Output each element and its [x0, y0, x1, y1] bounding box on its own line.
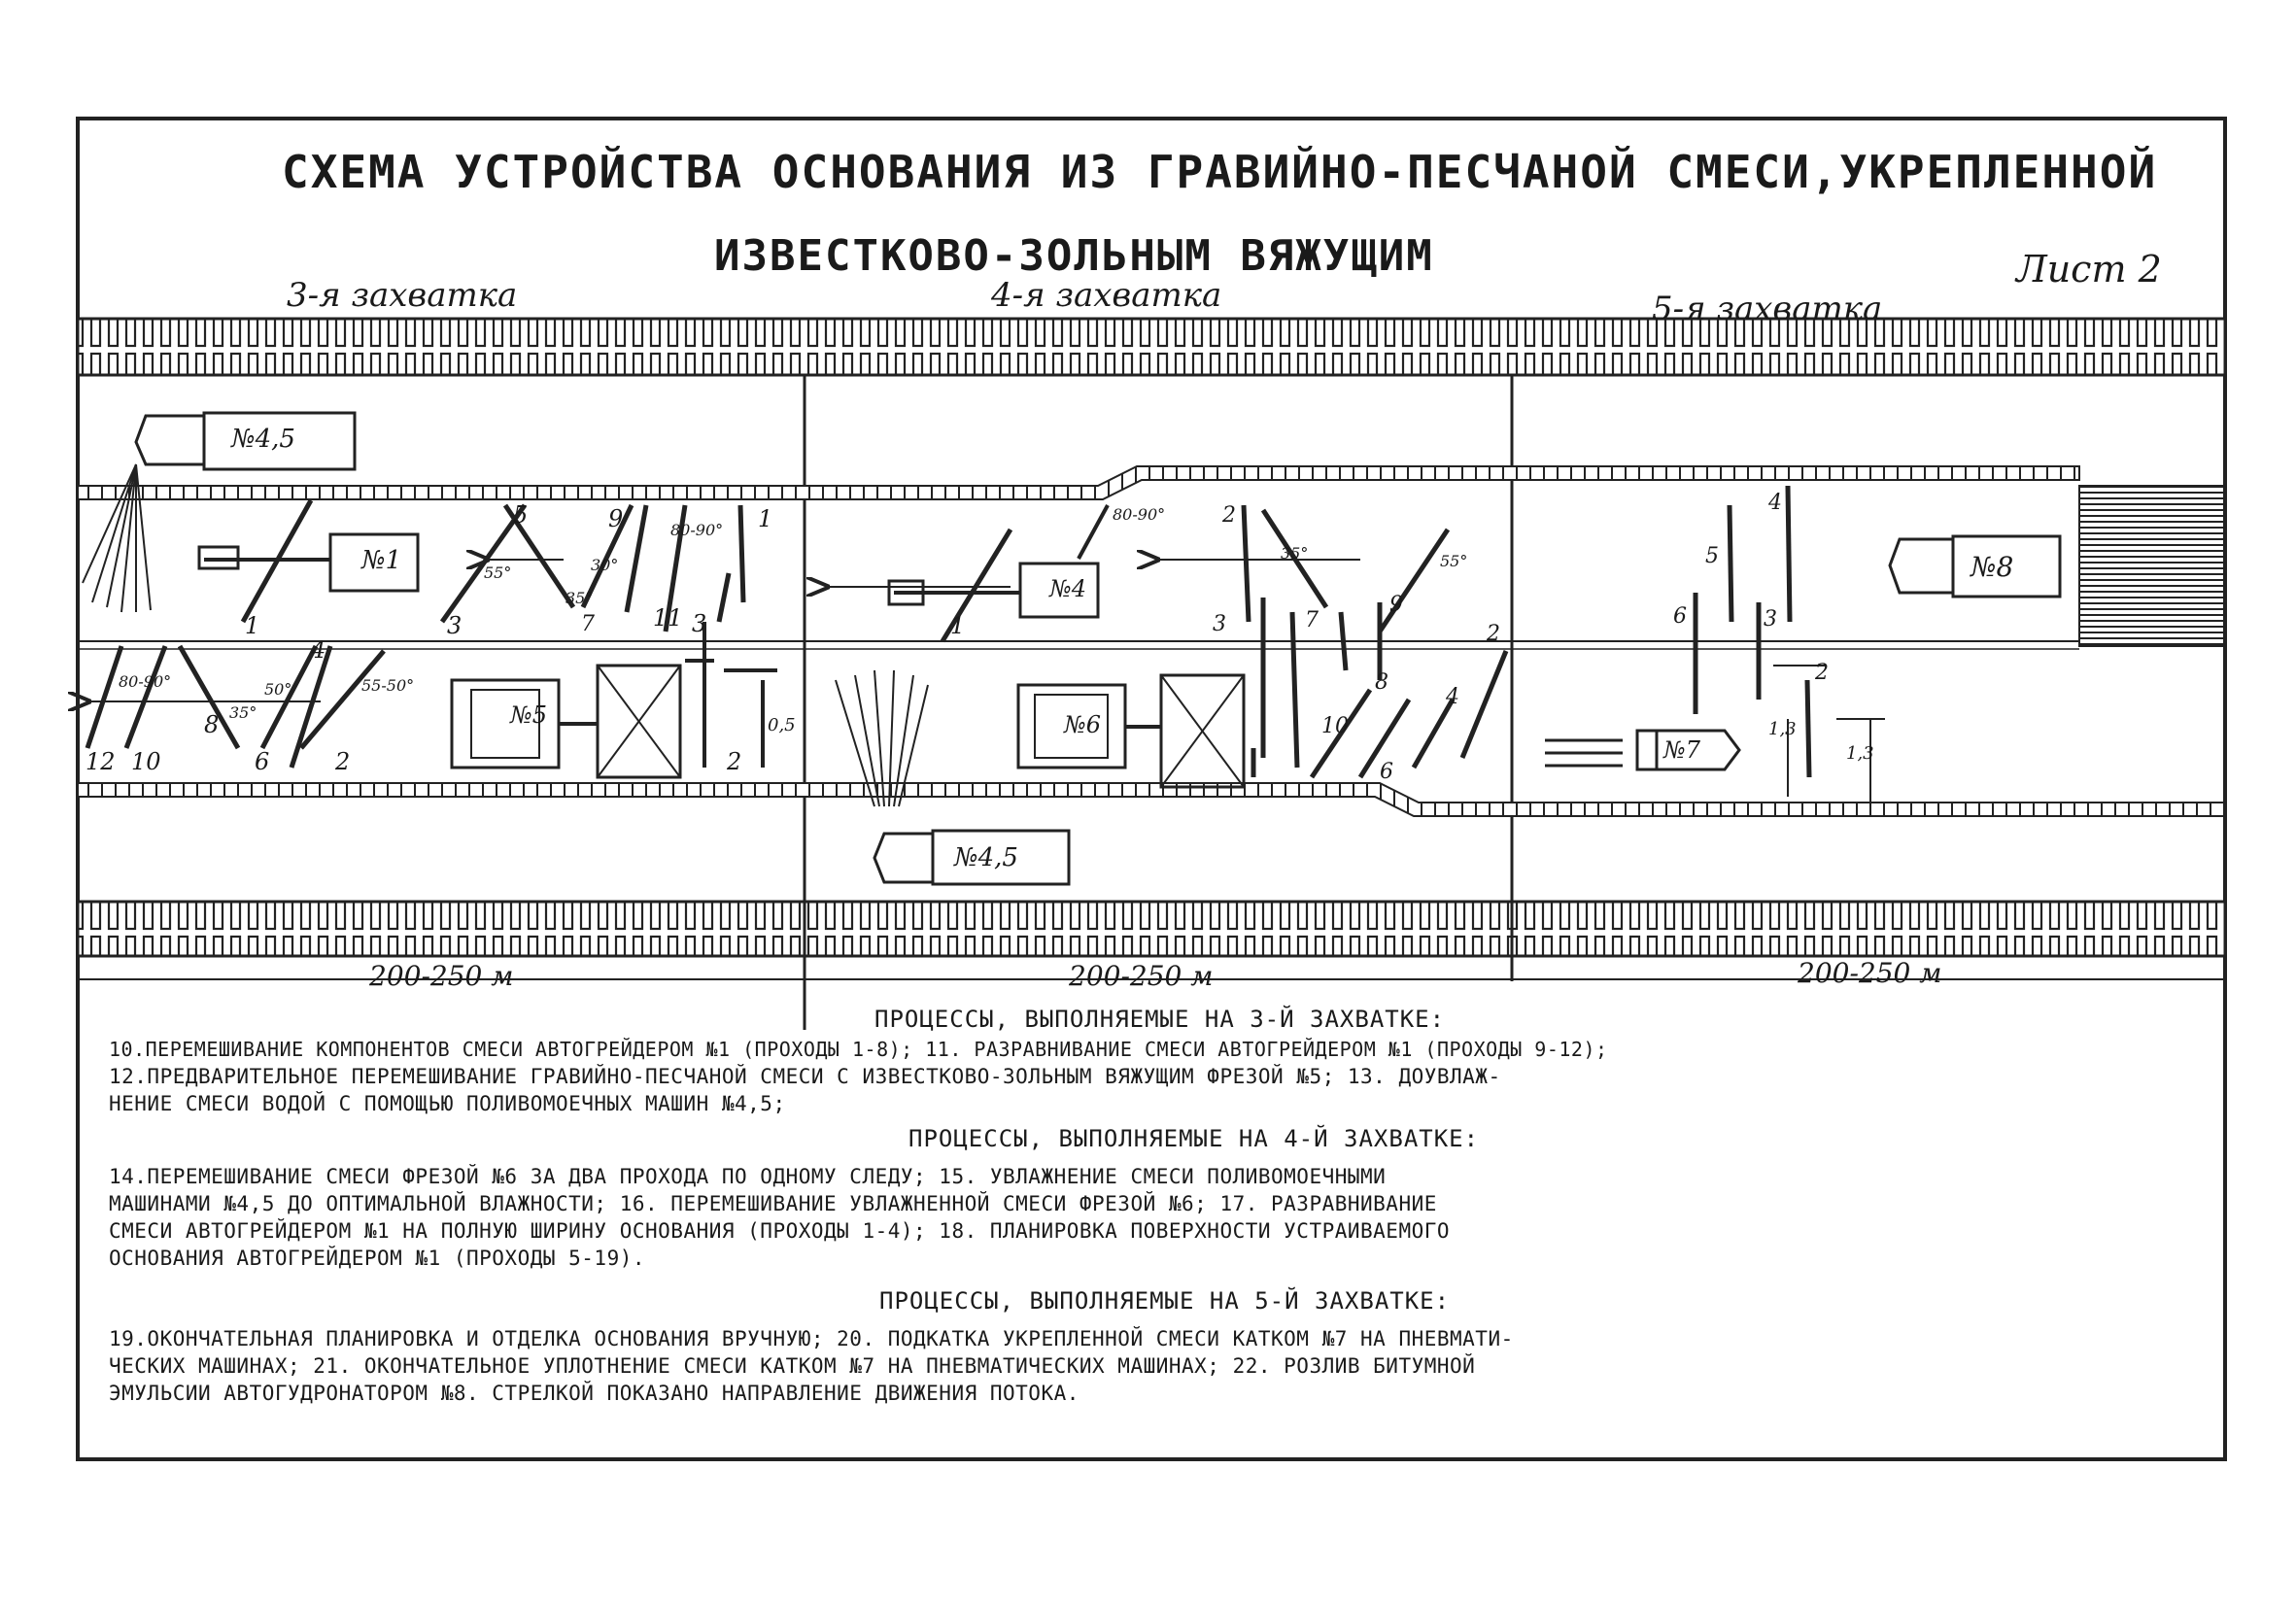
grader-passes-s4 [1241, 504, 1509, 779]
pass-label: 7 [581, 612, 595, 636]
process-3-line-2: 12.ПРЕДВАРИТЕЛЬНОЕ ПЕРЕМЕШИВАНИЕ ГРАВИЙН… [109, 1065, 1501, 1088]
process-5-line-2: ЧЕСКИХ МАШИНАХ; 21. ОКОНЧАТЕЛЬНОЕ УПЛОТН… [109, 1354, 1476, 1378]
angle-label: 80-90° [119, 672, 172, 691]
top-shoulder-band [76, 317, 2227, 377]
process-4-line-2: МАШИНАМИ №4,5 ДО ОПТИМАЛЬНОЙ ВЛАЖНОСТИ; … [109, 1192, 1437, 1215]
angle-label: 30° [591, 556, 619, 574]
section-3-markers [685, 622, 777, 768]
title-line-1: СХЕМА УСТРОЙСТВА ОСНОВАНИЯ ИЗ ГРАВИЙНО-П… [282, 146, 2158, 198]
pass-label: 4 [1768, 491, 1782, 515]
process-4-line-3: СМЕСИ АВТОГРЕЙДЕРОМ №1 НА ПОЛНУЮ ШИРИНУ … [109, 1219, 1451, 1243]
pass-label: 6 [1673, 604, 1687, 629]
pass-label: 1 [950, 612, 966, 639]
pass-label: 7 [1305, 608, 1319, 632]
machine-label-mill-6: №6 [1064, 711, 1101, 738]
process-header-3: ПРОЦЕССЫ, ВЫПОЛНЯЕМЫЕ НА 3-Й ЗАХВАТКЕ: [874, 1006, 1446, 1033]
pass-label: 2 [335, 748, 351, 775]
section-5-markers [1693, 485, 1812, 778]
grader-4 [887, 504, 1110, 643]
pass-label: 5 [1705, 544, 1719, 568]
section-4-length: 200-250 м [1069, 960, 1214, 992]
process-4-line-1: 14.ПЕРЕМЕШИВАНИЕ СМЕСИ ФРЕЗОЙ №6 ЗА ДВА … [109, 1165, 1387, 1188]
grader-passes-s3-lower [85, 644, 386, 769]
dimension-label: 0,5 [768, 715, 796, 735]
sheet-label: Лист 2 [2016, 248, 2162, 290]
dimension-label: 1,3 [1768, 719, 1797, 739]
angle-label: 50° [264, 680, 292, 699]
angle-label: 80-90° [670, 521, 724, 539]
mill-5 [450, 664, 682, 779]
pass-label: 4 [1446, 685, 1459, 709]
machine-label-grader-1: №1 [361, 546, 402, 575]
pass-label: 10 [131, 748, 161, 775]
pass-label: 8 [1375, 670, 1388, 695]
pass-label: 1 [245, 612, 260, 639]
angle-label: 80-90° [1113, 505, 1166, 524]
section-5-length: 200-250 м [1798, 957, 1942, 989]
section-3-label: 3-я захватка [287, 276, 518, 315]
pass-label: 5 [513, 501, 529, 529]
grader-passes-s3-upper [439, 503, 746, 632]
pass-label: 2 [1222, 503, 1236, 528]
pass-label: 6 [255, 748, 270, 775]
machine-label-roller-7: №7 [1663, 736, 1700, 764]
pass-label: 4 [311, 636, 326, 664]
angle-label: 35° [565, 589, 594, 607]
angle-label: 35° [229, 703, 257, 722]
angle-label: 55° [484, 564, 512, 582]
water-truck-top [82, 411, 357, 613]
process-4-line-4: ОСНОВАНИЯ АВТОГРЕЙДЕРОМ №1 (ПРОХОДЫ 5-19… [109, 1247, 646, 1270]
pass-label: 9 [608, 505, 624, 532]
process-5-line-3: ЭМУЛЬСИИ АВТОГУДРОНАТОРОМ №8. СТРЕЛКОЙ П… [109, 1382, 1079, 1405]
water-spray-s4 [835, 669, 929, 807]
treated-area-end [2078, 485, 2226, 647]
grader-1 [197, 498, 420, 624]
process-5-line-1: 19.ОКОНЧАТЕЛЬНАЯ ПЛАНИРОВКА И ОТДЕЛКА ОС… [109, 1327, 1514, 1350]
section-3-length: 200-250 м [369, 960, 514, 992]
angle-label: 55° [1440, 552, 1468, 570]
process-header-5: ПРОЦЕССЫ, ВЫПОЛНЯЕМЫЕ НА 5-Й ЗАХВАТКЕ: [879, 1287, 1451, 1315]
dimension-marks-s5 [1773, 665, 1885, 802]
upper-road-edge [77, 465, 2080, 500]
angle-label: 35° [1281, 544, 1309, 563]
section-5-label: 5-я захватка [1652, 290, 1883, 328]
process-3-line-3: НЕНИЕ СМЕСИ ВОДОЙ С ПОМОЩЬЮ ПОЛИВОМОЕЧНЫ… [109, 1092, 786, 1115]
pass-label: 1 [758, 505, 773, 532]
process-header-4: ПРОЦЕССЫ, ВЫПОЛНЯЕМЫЕ НА 4-Й ЗАХВАТКЕ: [908, 1125, 1480, 1152]
pass-label: 3 [1764, 607, 1777, 632]
pass-label: 2 [1487, 622, 1500, 646]
machine-label-grader-4: №4 [1049, 575, 1086, 602]
bottom-shoulder-band [76, 900, 2227, 958]
pass-label: 6 [1380, 760, 1393, 784]
pass-label: 10 [1321, 714, 1349, 738]
pass-label: 12 [86, 748, 116, 775]
process-3-line-1: 10.ПЕРЕМЕШИВАНИЕ КОМПОНЕНТОВ СМЕСИ АВТОГ… [109, 1038, 1608, 1061]
machine-label-water-truck-bottom: №4,5 [954, 843, 1018, 872]
machine-label-distributor-8: №8 [1970, 551, 2014, 583]
section-4-label: 4-я захватка [991, 276, 1222, 315]
title-line-2: ИЗВЕСТКОВО-ЗОЛЬНЫМ ВЯЖУЩИМ [714, 231, 1434, 281]
pass-label: 3 [692, 610, 707, 637]
bitumen-distributor-8 [1888, 534, 2062, 598]
dimension-label: 1,3 [1846, 743, 1874, 764]
pass-label: 9 [1389, 593, 1403, 617]
angle-label: 55-50° [361, 676, 415, 695]
pass-label: 11 [653, 604, 683, 632]
water-truck-bottom [873, 829, 1071, 886]
mill-6 [1016, 673, 1246, 789]
machine-label-water-truck-top: №4,5 [231, 425, 295, 454]
roller-7 [1545, 729, 1741, 771]
pass-label: 2 [727, 748, 742, 775]
pass-label: 3 [1213, 612, 1226, 636]
machine-label-mill-5: №5 [510, 701, 547, 729]
pass-label: 3 [447, 612, 463, 639]
pass-label: 8 [204, 711, 220, 738]
pass-label: 2 [1815, 661, 1829, 685]
lower-road-edge [77, 782, 2226, 817]
